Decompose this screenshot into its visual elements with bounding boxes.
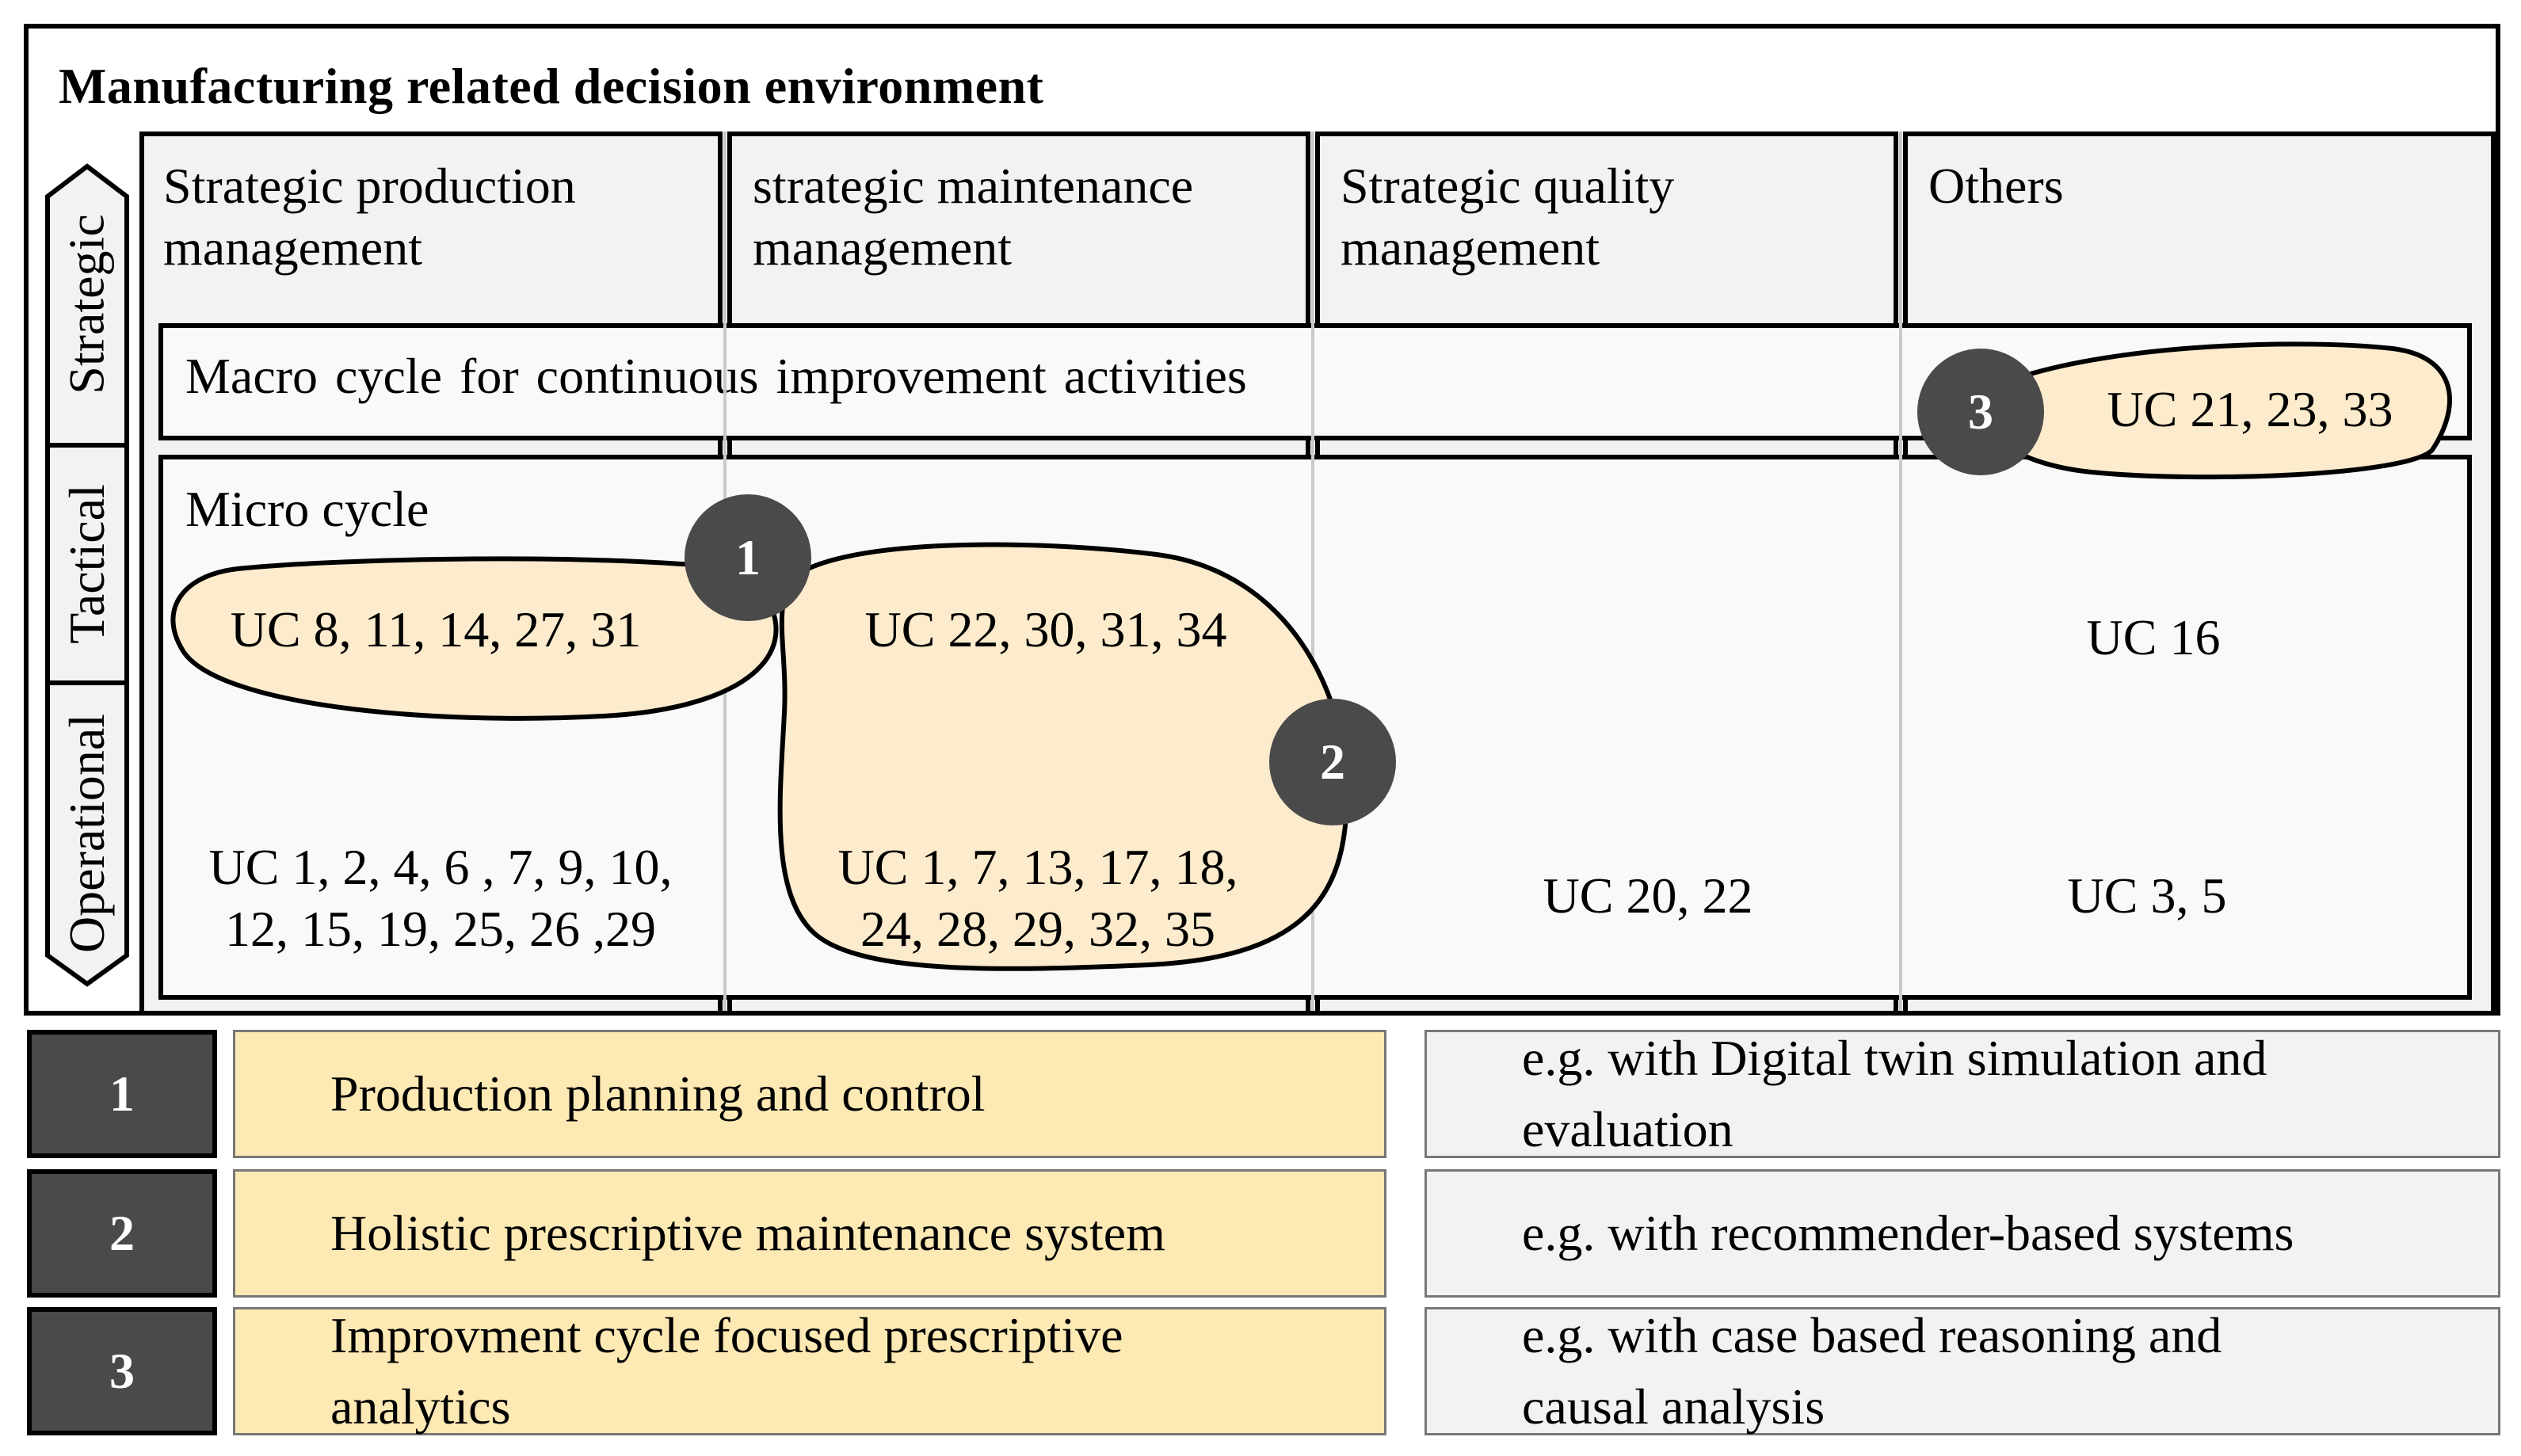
cell-maintenance-tactical: UC 22, 30, 31, 34 [864,601,1227,657]
cell-quality-operational: UC 20, 22 [1543,867,1753,924]
badge-1: 1 [685,494,811,621]
legend-number-1: 1 [27,1030,217,1158]
badge-2: 2 [1269,699,1396,825]
legend-name-1: Production planning and control [233,1030,1386,1158]
cell-production-tactical: UC 8, 11, 14, 27, 31 [230,601,642,657]
legend-number-2: 2 [27,1169,217,1298]
diagram-title: Manufacturing related decision environme… [59,58,1044,114]
legend-number-3: 3 [27,1307,217,1435]
macro-cycle-label: Macro cycle for continuous improvement a… [185,348,1247,404]
legend-example-2: e.g. with recommender-based systems [1424,1169,2500,1298]
legend-name-2: Holistic prescriptive maintenance system [233,1169,1386,1298]
column-header-others: Others [1928,158,2064,214]
cell-others-macro: UC 21, 23, 33 [2107,381,2393,437]
highlight-group-2 [777,542,1350,971]
cell-others-operational: UC 3, 5 [2067,867,2227,924]
level-arrow [45,163,129,987]
column-divider [1309,131,1317,1011]
column-divider [1897,131,1905,1011]
cell-others-tactical: UC 16 [2086,609,2221,665]
badge-3: 3 [1917,349,2044,475]
cell-production-operational: UC 1, 2, 4, 6 , 7, 9, 10,12, 15, 19, 25,… [208,839,673,957]
cell-maintenance-operational: UC 1, 7, 13, 17, 18,24, 28, 29, 32, 35 [837,839,1238,957]
highlight-group-1 [170,556,779,721]
micro-cycle-label: Micro cycle [185,481,429,537]
